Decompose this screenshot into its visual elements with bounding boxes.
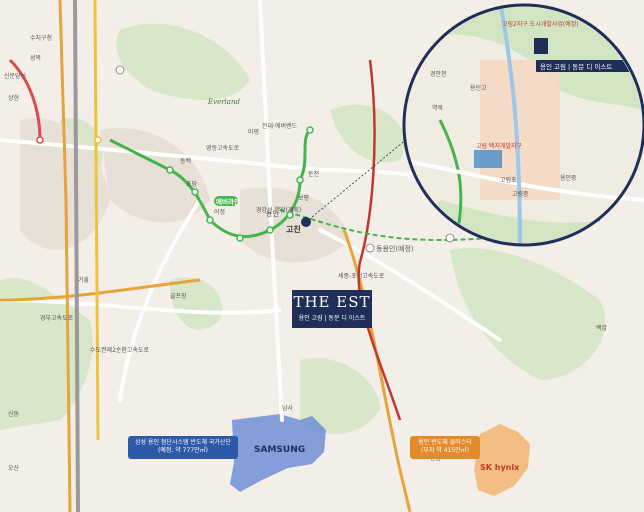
svg-text:신분당선: 신분당선 (4, 72, 26, 80)
svg-text:상현: 상현 (8, 94, 19, 102)
svg-text:초당: 초당 (186, 180, 198, 188)
svg-text:백암: 백암 (596, 324, 608, 332)
svg-text:Everland: Everland (207, 98, 240, 106)
svg-text:동백: 동백 (180, 157, 191, 165)
svg-text:기흥: 기흥 (78, 276, 90, 284)
brand-box: THE EST 용인 고림 | 동문 디 이스트 (292, 290, 372, 328)
svg-text:경부고속도로: 경부고속도로 (40, 314, 74, 322)
samsung-callout-line1: 삼성 용인 첨단시스템 반도체 국가산단 (135, 439, 231, 446)
everline-badge: 에버라인 (214, 196, 240, 206)
svg-text:고진: 고진 (286, 224, 301, 234)
svg-text:세종-포천고속도로: 세종-포천고속도로 (338, 272, 385, 280)
svg-text:마평: 마평 (248, 128, 259, 136)
sk-zone (474, 424, 530, 496)
ic-markers (115, 65, 455, 253)
svg-text:고림 택지개발지구: 고림 택지개발지구 (476, 142, 523, 150)
svg-text:성복: 성복 (30, 54, 42, 62)
sk-label: SK hynix (480, 463, 520, 472)
svg-text:경안천: 경안천 (430, 70, 447, 78)
svg-text:어정: 어정 (214, 208, 225, 216)
svg-text:고림중: 고림중 (512, 190, 529, 198)
inset-map: 용인 고림 | 동문 디 이스트 고림2지구 도시개발사업(예정) 고림 택지개… (402, 3, 644, 247)
svg-text:둔전: 둔전 (308, 170, 319, 178)
svg-text:전대·에버랜드: 전대·에버랜드 (262, 122, 298, 130)
samsung-callout-line2: (예정, 약 777만㎡) (158, 447, 208, 455)
svg-text:영동고속도로: 영동고속도로 (206, 144, 240, 152)
svg-text:경강선 연장(계획): 경강선 연장(계획) (256, 206, 301, 214)
svg-text:용인고: 용인고 (470, 85, 487, 92)
svg-text:용인 고림 | 동문 디 이스트: 용인 고림 | 동문 디 이스트 (540, 62, 612, 71)
sk-callout: 용인 반도체 클러스터 (부지 약 415만㎡) (410, 436, 480, 459)
brand-logo: THE EST (293, 293, 371, 311)
svg-text:용인중: 용인중 (560, 175, 577, 182)
svg-text:신동: 신동 (8, 410, 20, 418)
svg-text:골프장: 골프장 (170, 292, 187, 300)
svg-text:동용인(예정): 동용인(예정) (376, 244, 414, 253)
svg-text:역북: 역북 (432, 104, 444, 112)
svg-text:수지구청: 수지구청 (30, 34, 52, 42)
svg-text:에버라인: 에버라인 (216, 197, 240, 206)
svg-text:오산: 오산 (8, 464, 20, 472)
samsung-label: SAMSUNG (254, 445, 305, 455)
sejong-highway (357, 59, 402, 421)
rail-lines (8, 0, 100, 512)
svg-text:고림초: 고림초 (500, 176, 517, 184)
svg-text:고림2지구 도시개발사업(예정): 고림2지구 도시개발사업(예정) (502, 20, 579, 28)
stations (36, 126, 314, 242)
sk-callout-line1: 용인 반도체 클러스터 (418, 439, 472, 446)
svg-text:보평: 보평 (298, 194, 309, 202)
sk-callout-line2: (부지 약 415만㎡) (420, 447, 470, 455)
svg-text:남사: 남사 (282, 404, 294, 412)
svg-text:용인: 용인 (266, 209, 279, 218)
svg-text:수도권제2순환고속도로: 수도권제2순환고속도로 (90, 346, 149, 354)
samsung-zone (230, 414, 326, 492)
brand-subtitle: 용인 고림 | 동문 디 이스트 (298, 315, 366, 322)
map-labels: 수지구청 성복 신분당선 상현 기흥 동백 초당 어정 전대·에버랜드 둔전 보… (4, 34, 608, 472)
samsung-callout: 삼성 용인 첨단시스템 반도체 국가산단 (예정, 약 777만㎡) (128, 436, 238, 459)
